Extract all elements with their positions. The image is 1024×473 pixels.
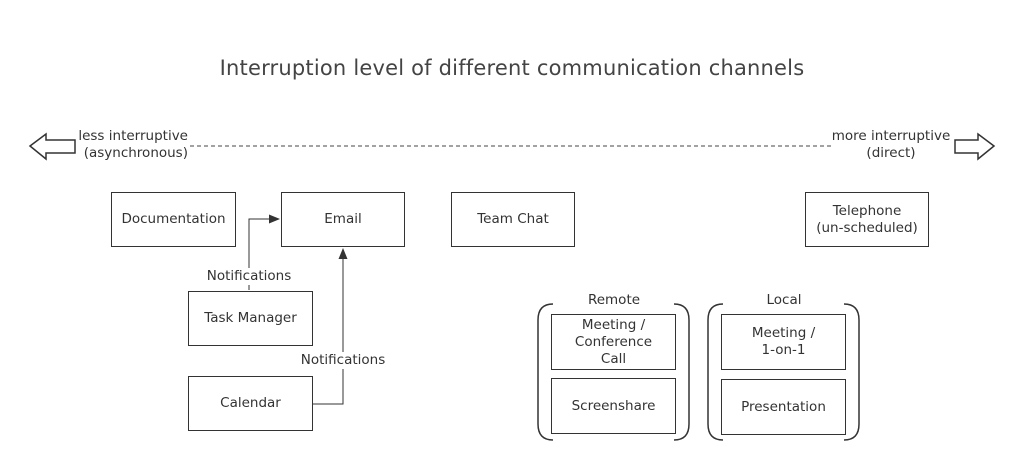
local-group-label: Local xyxy=(766,292,802,308)
presentation-node: Presentation xyxy=(721,379,846,435)
calendar-notifications-label: Notifications xyxy=(284,352,402,369)
screenshare-node: Screenshare xyxy=(551,378,676,434)
remote-group-label: Remote xyxy=(587,292,641,308)
calendar-to-email-connector xyxy=(313,259,344,405)
task-manager-to-email-arrowhead xyxy=(269,214,280,224)
remote-meeting-node: Meeting / Conference Call xyxy=(551,314,676,370)
local-meeting-node: Meeting / 1-on-1 xyxy=(721,314,846,370)
more-interruptive-label: more interruptive (direct) xyxy=(831,128,951,161)
task-manager-to-email-connector xyxy=(248,218,270,290)
team-chat-node: Team Chat xyxy=(451,192,575,247)
left-arrow-icon xyxy=(28,132,76,161)
remote-group-right-bracket xyxy=(673,303,690,441)
calendar-node: Calendar xyxy=(188,376,313,431)
documentation-node: Documentation xyxy=(111,192,236,247)
email-node: Email xyxy=(281,192,405,247)
local-group-left-bracket xyxy=(707,303,724,441)
task-manager-node: Task Manager xyxy=(188,291,313,346)
calendar-to-email-arrowhead xyxy=(338,248,348,259)
local-group-right-bracket xyxy=(843,303,860,441)
task-manager-notifications-label: Notifications xyxy=(189,268,309,285)
less-interruptive-label: less interruptive (asynchronous) xyxy=(78,128,188,161)
telephone-node: Telephone (un-scheduled) xyxy=(805,192,929,247)
diagram-title: Interruption level of different communic… xyxy=(219,56,805,80)
remote-group-left-bracket xyxy=(537,303,554,441)
right-arrow-icon xyxy=(954,132,996,161)
